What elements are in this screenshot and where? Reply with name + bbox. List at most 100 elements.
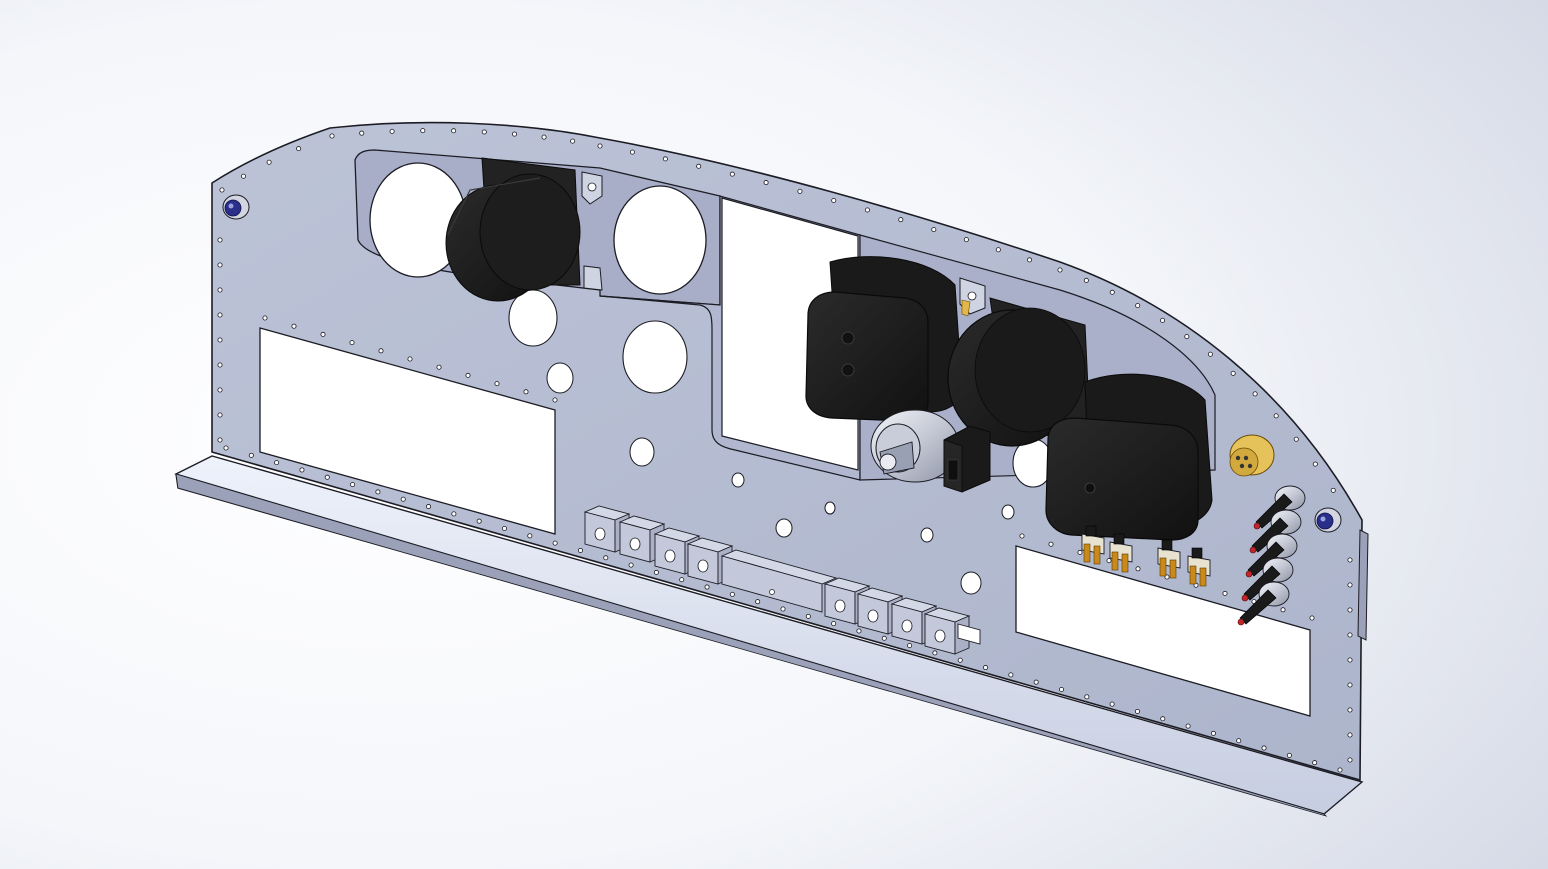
rivet-hole xyxy=(1347,732,1353,738)
rivet-hole xyxy=(1293,436,1299,442)
rivet-hole xyxy=(1309,615,1315,621)
rivet-hole xyxy=(729,171,735,177)
rivet-hole xyxy=(552,540,558,546)
rivet-hole xyxy=(995,247,1001,253)
gauge-hole-icon xyxy=(546,362,574,394)
rivet-hole xyxy=(400,496,406,502)
rivet-hole xyxy=(1027,257,1033,263)
toggle-switch-icon xyxy=(1157,539,1181,579)
instrument-body-icon xyxy=(805,256,963,422)
toggle-switch-icon xyxy=(1187,547,1211,587)
mounting-bracket-icon xyxy=(959,277,986,317)
instrument-body-icon xyxy=(445,157,581,302)
grommet-icon xyxy=(222,194,250,220)
gauge-hole-icon xyxy=(1001,504,1015,520)
rivet-hole xyxy=(1135,303,1141,309)
rivet-hole xyxy=(1273,413,1279,419)
rivet-hole xyxy=(241,173,247,179)
rivet-hole xyxy=(907,643,913,649)
rivet-hole xyxy=(527,533,533,539)
rivet-hole xyxy=(1077,549,1083,555)
push-knob-icon xyxy=(1253,485,1306,530)
rivet-hole xyxy=(465,372,471,378)
rivet-hole xyxy=(932,650,938,656)
rivet-hole xyxy=(881,635,887,641)
rivet-hole xyxy=(1059,687,1065,693)
rivet-hole xyxy=(957,657,963,663)
push-knob-icon xyxy=(1245,533,1298,578)
lower-left-window xyxy=(259,327,556,535)
rivet-hole xyxy=(217,437,223,443)
push-knob-icon xyxy=(1241,557,1294,602)
rivet-hole xyxy=(603,555,609,561)
rivet-hole xyxy=(797,188,803,194)
rivet-hole xyxy=(1135,566,1141,572)
rivet-hole xyxy=(299,467,305,473)
rivet-hole xyxy=(1337,767,1343,773)
push-knob-icon xyxy=(1237,581,1290,626)
rivet-hole xyxy=(481,129,487,135)
rivet-hole xyxy=(597,143,603,149)
rivet-hole xyxy=(552,397,558,403)
bus-bar-icon xyxy=(720,549,981,645)
rivet-hole xyxy=(1106,558,1112,564)
toggle-switch-group xyxy=(1081,525,1211,587)
rivet-hole xyxy=(451,511,457,517)
rivet-hole xyxy=(662,156,668,162)
rivet-hole xyxy=(217,237,223,243)
rivet-hole xyxy=(653,569,659,575)
rivet-hole xyxy=(963,237,969,243)
rivet-hole xyxy=(628,562,634,568)
rivet-hole xyxy=(389,128,395,134)
rivet-hole xyxy=(541,134,547,140)
gauge-hole-icon xyxy=(920,527,934,543)
rivet-hole xyxy=(1286,752,1292,758)
rivet-hole xyxy=(1033,679,1039,685)
rivet-hole xyxy=(378,348,384,354)
rivet-hole xyxy=(1347,632,1353,638)
switch-block-icon xyxy=(943,425,991,493)
rivet-hole xyxy=(375,489,381,495)
rivet-hole xyxy=(1347,582,1353,588)
chrome-gauge-icon xyxy=(870,409,960,483)
rivet-hole xyxy=(755,599,761,605)
round-connector-icon xyxy=(1229,434,1275,477)
rivet-hole xyxy=(217,262,223,268)
rivet-hole xyxy=(763,180,769,186)
rivet-hole xyxy=(296,146,302,152)
push-knob-group xyxy=(1237,485,1306,626)
rivet-hole xyxy=(1185,723,1191,729)
rivet-hole xyxy=(494,381,500,387)
rivet-hole xyxy=(420,128,426,134)
gauge-hole-icon xyxy=(731,472,745,488)
rivet-hole xyxy=(1134,708,1140,714)
rivet-hole xyxy=(1084,694,1090,700)
rivet-hole xyxy=(856,628,862,634)
grommet-icon xyxy=(1314,507,1342,533)
rivet-hole xyxy=(407,356,413,362)
rivet-hole xyxy=(1312,461,1318,467)
rivet-hole xyxy=(217,387,223,393)
rivet-hole xyxy=(983,665,989,671)
rivet-hole xyxy=(729,591,735,597)
rivet-pattern xyxy=(217,128,1353,773)
rivet-hole xyxy=(1347,607,1353,613)
rivet-hole xyxy=(1280,607,1286,613)
rivet-hole xyxy=(1347,657,1353,663)
rivet-hole xyxy=(217,362,223,368)
instrument-body-icon xyxy=(947,297,1091,447)
gauge-hole-icon xyxy=(629,437,655,467)
rivet-hole xyxy=(1019,533,1025,539)
rivet-hole xyxy=(1347,707,1353,713)
toggle-switch-icon xyxy=(1081,525,1105,565)
rivet-hole xyxy=(570,138,576,144)
rivet-hole xyxy=(426,504,432,510)
rivet-hole xyxy=(217,287,223,293)
rivet-hole xyxy=(1160,317,1166,323)
rivet-hole xyxy=(1008,672,1014,678)
rivet-hole xyxy=(577,547,583,553)
gauge-hole-icon xyxy=(613,185,707,295)
rivet-hole xyxy=(523,389,529,395)
